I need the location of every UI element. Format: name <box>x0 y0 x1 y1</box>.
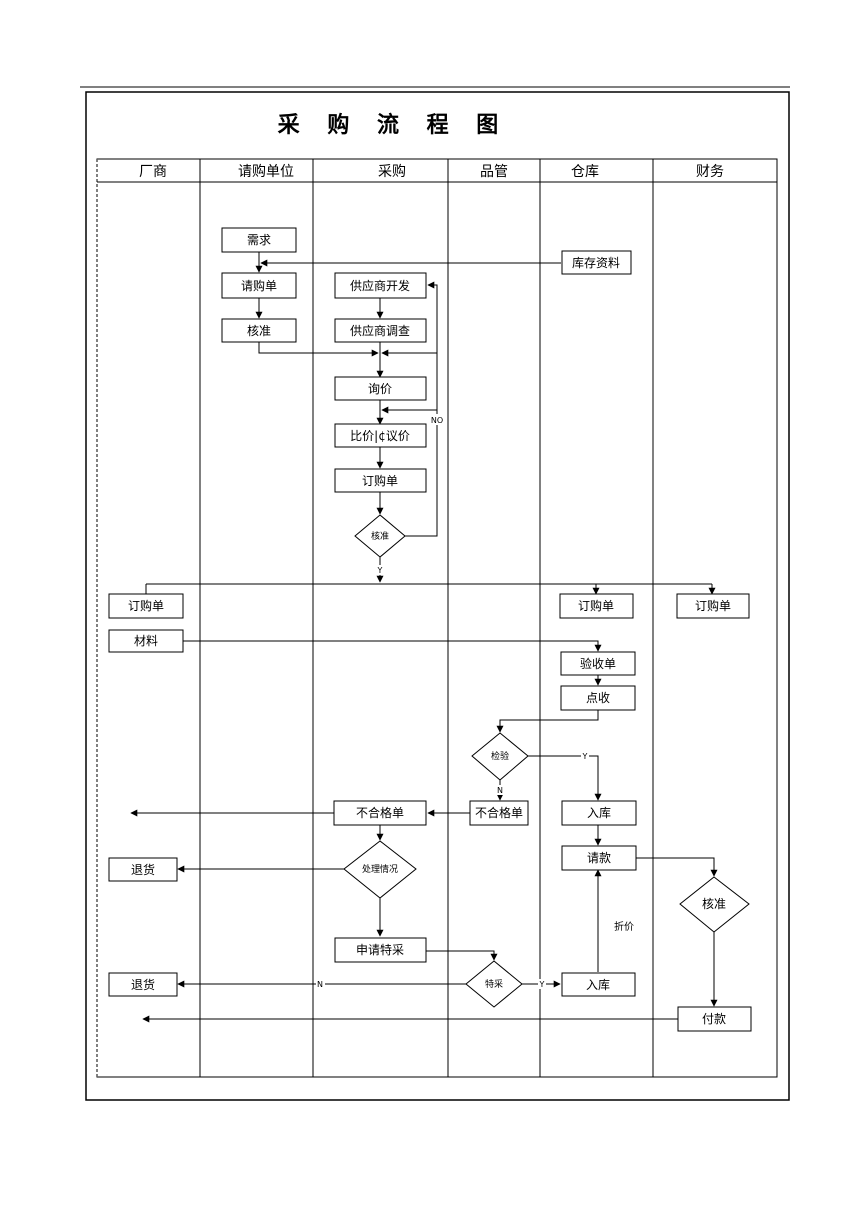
node-supplier-dev <box>334 272 427 299</box>
node-handling <box>343 840 417 899</box>
lane-header-warehouse: 仓库 <box>571 164 599 180</box>
node-approval-purchase <box>354 514 406 558</box>
node-approval-request-label: 核准 <box>247 324 271 338</box>
node-stock-in-1 <box>561 800 637 826</box>
label-no: NO <box>431 416 443 425</box>
node-nonconform-qc <box>469 800 529 826</box>
edge <box>636 857 718 877</box>
node-order-warehouse <box>559 593 634 619</box>
node-supplier-dev-label: 供应商开发 <box>350 278 410 293</box>
node-material <box>108 629 184 653</box>
node-special-accept-label: 特采 <box>485 978 503 990</box>
node-requirement <box>221 227 297 253</box>
node-inspection-label: 检验 <box>491 750 509 762</box>
node-supplier-survey-label: 供应商调查 <box>350 323 410 338</box>
node-approval-purchase-label: 核准 <box>371 530 389 542</box>
node-inquiry <box>334 376 427 401</box>
node-order-vendor-label: 订购单 <box>128 598 164 613</box>
node-receipt-form-label: 验收单 <box>580 656 616 671</box>
node-requisition <box>221 272 297 299</box>
node-nonconform-purchase <box>333 800 427 826</box>
label-y-approve: Y <box>377 566 383 575</box>
label-n-inspect: N <box>497 786 503 795</box>
edge <box>183 640 602 652</box>
node-special-request-label: 申请特采 <box>356 942 404 957</box>
node-return-1 <box>108 857 178 882</box>
node-order-purchase-label: 订购单 <box>362 473 398 488</box>
node-stock-in-2-label: 入库 <box>586 977 610 992</box>
node-approval-finance-label: 核准 <box>702 897 726 911</box>
node-return-2 <box>108 972 178 997</box>
node-order-finance-label: 订购单 <box>695 598 731 613</box>
node-order-vendor <box>108 593 184 619</box>
node-price-compare-label: 比价|¢议价 <box>350 429 410 443</box>
page-title: 采 购 流 程 图 <box>278 112 509 138</box>
node-inquiry-label: 询价 <box>368 382 392 396</box>
nodes <box>108 227 752 1032</box>
node-order-warehouse-label: 订购单 <box>578 598 614 613</box>
node-return-2-label: 退货 <box>131 977 155 992</box>
label-discount: 折价 <box>614 920 634 933</box>
node-payment-request <box>561 845 637 871</box>
node-order-purchase <box>334 468 427 493</box>
node-nonconform-qc-label: 不合格单 <box>475 805 523 820</box>
node-return-1-label: 退货 <box>131 862 155 877</box>
edge <box>426 950 498 961</box>
label-y-special: Y <box>539 980 545 989</box>
edge <box>496 710 599 733</box>
node-requisition-label: 请购单 <box>241 278 277 293</box>
node-count-receipt <box>560 685 636 711</box>
node-special-accept <box>465 960 523 1008</box>
node-approval-finance <box>679 876 750 933</box>
lane-header-qc: 品管 <box>480 164 508 180</box>
lane-header-purchasing: 采购 <box>378 164 406 180</box>
node-supplier-survey <box>334 318 427 343</box>
node-inspection <box>471 732 529 781</box>
node-inventory <box>561 250 632 275</box>
label-y-inspect: Y <box>582 752 588 761</box>
edge <box>258 342 379 357</box>
node-payment <box>677 1006 752 1032</box>
node-requirement-label: 需求 <box>247 233 271 247</box>
node-handling-label: 处理情况 <box>362 863 398 875</box>
node-receipt-form <box>560 651 636 676</box>
node-payment-request-label: 请款 <box>587 851 611 865</box>
connectors <box>130 252 718 1023</box>
node-stock-in-2 <box>561 972 636 997</box>
node-order-finance <box>676 593 750 619</box>
node-count-receipt-label: 点收 <box>586 691 610 705</box>
node-approval-request <box>221 318 297 343</box>
node-nonconform-purchase-label: 不合格单 <box>356 805 404 820</box>
outer-frame <box>85 91 790 1101</box>
lane-header-finance: 财务 <box>696 164 724 180</box>
node-price-compare <box>334 423 427 448</box>
label-n-special: N <box>317 980 323 989</box>
node-stock-in-1-label: 入库 <box>587 805 611 820</box>
node-special-request <box>334 937 427 963</box>
edge <box>528 755 602 801</box>
node-inventory-label: 库存资料 <box>572 255 620 270</box>
node-material-label: 材料 <box>134 634 158 648</box>
lane-header-vendor: 厂商 <box>139 164 167 180</box>
lane-header-requester: 请购单位 <box>238 164 294 180</box>
node-payment-label: 付款 <box>702 1012 726 1026</box>
